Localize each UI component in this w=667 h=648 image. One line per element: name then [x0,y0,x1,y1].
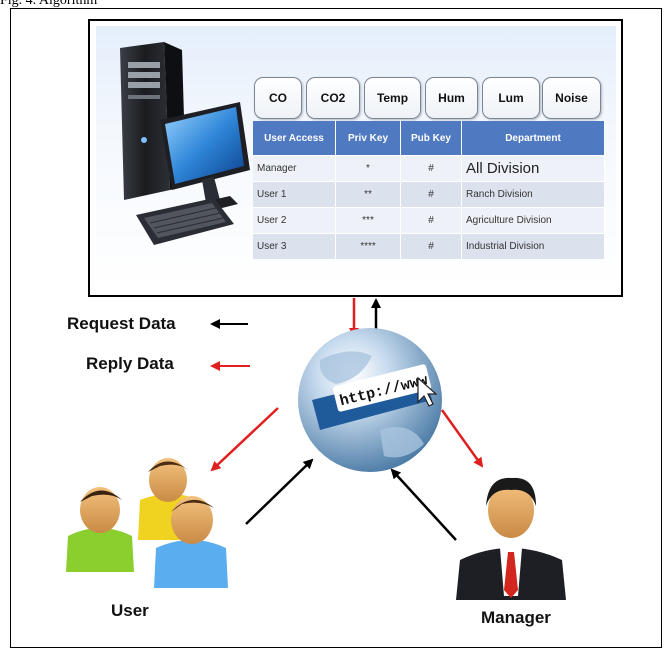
sensor-temp-button[interactable]: Temp [364,77,421,119]
table-header-row: User Access Priv Key Pub Key Department [253,121,605,156]
header-priv-key: Priv Key [335,121,401,156]
cursor-icon [417,376,438,407]
cell-user: User 2 [253,207,336,234]
cell-priv-key: ** [335,181,401,208]
globe-to-user-arrow [210,407,279,472]
cell-pub-key: # [400,155,462,182]
cell-priv-key: **** [335,233,401,259]
request-data-label: Request Data [67,314,176,333]
manager-icon [456,477,566,600]
table-row: User 3 **** # Industrial Division [253,233,605,259]
manager-to-globe-arrow [390,468,457,541]
cell-department: All Division [461,155,605,182]
figure-caption: Fig. 4. Algorithm [0,0,98,8]
cell-pub-key: # [400,207,462,234]
cell-user: User 3 [253,233,336,259]
cell-priv-key: * [335,155,401,182]
cell-pub-key: # [400,181,462,208]
reply-data-label: Reply Data [86,354,174,373]
manager-label: Manager [481,608,551,627]
globe-to-manager-arrow [440,409,484,468]
cell-department: Industrial Division [461,233,605,259]
sensor-hum-button[interactable]: Hum [425,77,478,119]
cell-department: Agriculture Division [461,207,605,234]
user-label: User [111,601,149,620]
table-row: User 1 ** # Ranch Division [253,181,605,208]
sensor-co-button[interactable]: CO [254,77,302,119]
table-row: User 2 *** # Agriculture Division [253,207,605,234]
user-to-globe-arrow [245,458,314,525]
sensor-co2-button[interactable]: CO2 [306,77,360,119]
diagram-overlay: http://www [66,298,566,600]
header-department: Department [461,121,605,156]
cell-pub-key: # [400,233,462,259]
header-pub-key: Pub Key [400,121,462,156]
sensor-noise-button[interactable]: Noise [542,77,601,119]
cell-department: Ranch Division [461,181,605,208]
access-table: User Access Priv Key Pub Key Department … [253,121,605,259]
sensor-lum-button[interactable]: Lum [482,77,540,119]
cell-priv-key: *** [335,207,401,234]
cell-user: Manager [253,155,336,182]
table-row: Manager * # All Division [253,155,605,182]
desktop-computer-icon [120,42,250,245]
internet-globe-icon: http://www [298,328,442,472]
header-user-access: User Access [253,121,336,156]
cell-user: User 1 [253,181,336,208]
user-group-icon [66,458,228,588]
